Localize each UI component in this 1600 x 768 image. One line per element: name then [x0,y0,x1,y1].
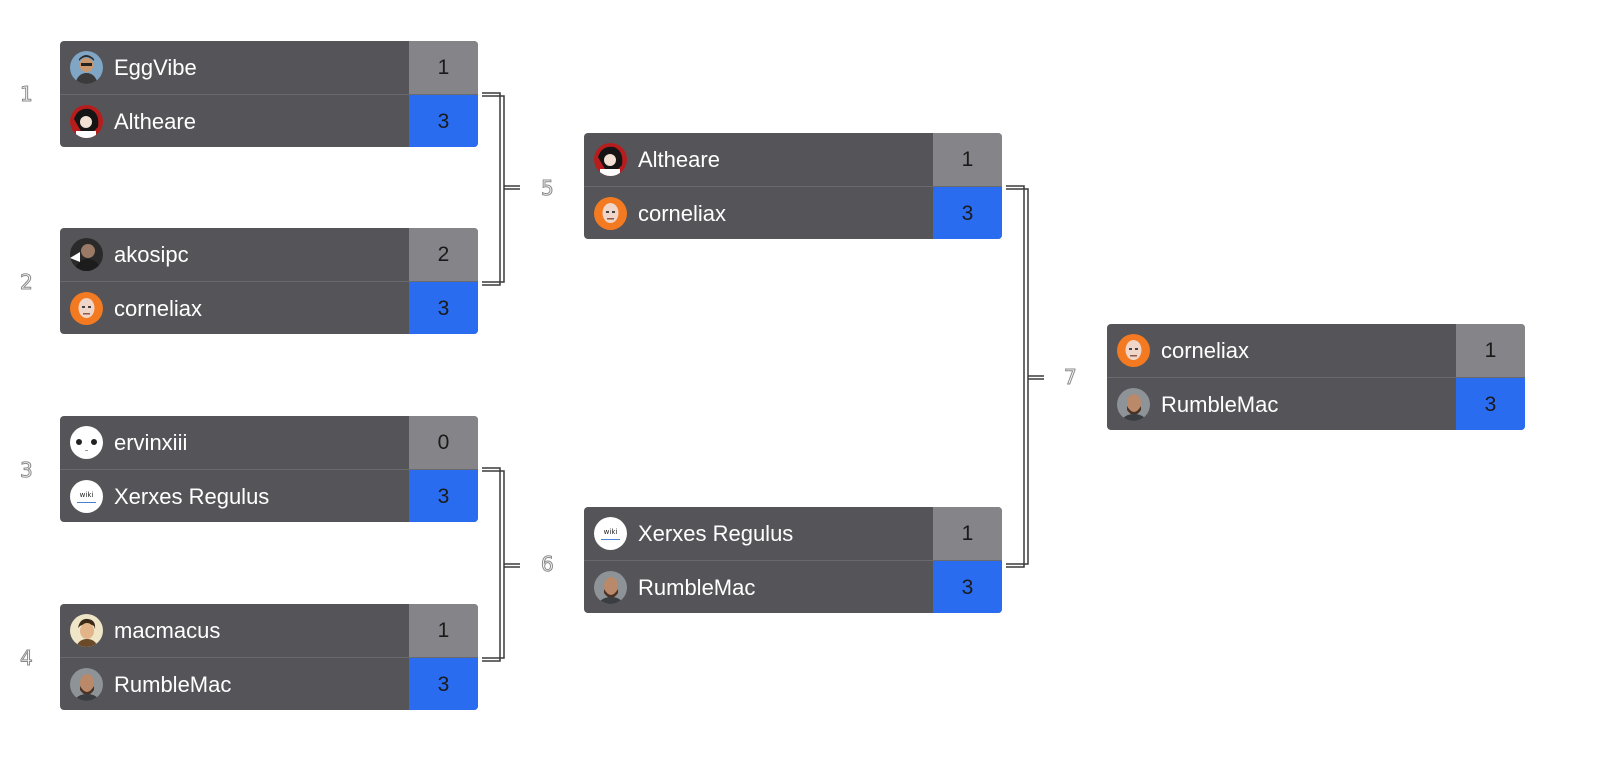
match-number: 6 [541,552,555,577]
player-name: RumbleMac [638,575,756,600]
match-number: 4 [20,646,34,671]
player-name: Altheare [638,147,720,172]
match-row[interactable]: Altheare 3 [60,95,478,147]
match-7[interactable]: corneliax 1 RumbleMac 3 [1107,324,1525,430]
player-score: 1 [933,133,1002,186]
avatar [70,292,103,325]
avatar [70,51,103,84]
match-row[interactable]: corneliax 3 [584,187,1002,239]
match-row[interactable]: Altheare 1 [584,133,1002,187]
player-name: corneliax [638,201,727,226]
match-row[interactable]: ervinxiii 0 [60,416,478,470]
player-name: EggVibe [114,55,197,80]
match-number: 5 [541,176,555,201]
player-score: 3 [1456,378,1525,430]
match-6[interactable]: wiki Xerxes Regulus 1 RumbleMac 3 [584,507,1002,613]
avatar [594,571,627,604]
match-row[interactable]: wiki Xerxes Regulus 3 [60,470,478,522]
player-score: 3 [409,282,478,334]
match-number: 2 [20,270,34,295]
player-score: 1 [409,604,478,657]
avatar [70,238,103,271]
player-name: corneliax [114,296,203,321]
avatar [70,668,103,701]
match-number: 7 [1064,365,1078,390]
match-row[interactable]: akosipc 2 [60,228,478,282]
avatar [70,105,103,138]
avatar: wiki [594,517,627,550]
match-row[interactable]: corneliax 1 [1107,324,1525,378]
player-name: akosipc [114,242,189,267]
avatar [594,143,627,176]
match-5[interactable]: Altheare 1 corneliax 3 [584,133,1002,239]
avatar [70,614,103,647]
match-row[interactable]: RumbleMac 3 [60,658,478,710]
match-1[interactable]: EggVibe 1 Altheare 3 [60,41,478,147]
match-row[interactable]: wiki Xerxes Regulus 1 [584,507,1002,561]
player-score: 3 [409,658,478,710]
avatar [1117,334,1150,367]
match-3[interactable]: ervinxiii 0 wiki Xerxes Regulus 3 [60,416,478,522]
avatar [1117,388,1150,421]
avatar [70,426,103,459]
match-4[interactable]: macmacus 1 RumbleMac 3 [60,604,478,710]
avatar: wiki [70,480,103,513]
player-score: 1 [933,507,1002,560]
match-row[interactable]: EggVibe 1 [60,41,478,95]
player-score: 2 [409,228,478,281]
player-score: 3 [933,561,1002,613]
player-name: RumbleMac [1161,392,1279,417]
player-score: 1 [409,41,478,94]
player-name: RumbleMac [114,672,232,697]
match-row[interactable]: RumbleMac 3 [584,561,1002,613]
match-number: 3 [20,458,34,483]
player-name: corneliax [1161,338,1250,363]
match-row[interactable]: corneliax 3 [60,282,478,334]
player-score: 3 [933,187,1002,239]
player-name: Xerxes Regulus [638,521,794,546]
player-name: ervinxiii [114,430,188,455]
player-score: 0 [409,416,478,469]
player-name: Xerxes Regulus [114,484,270,509]
match-2[interactable]: akosipc 2 corneliax 3 [60,228,478,334]
player-score: 3 [409,95,478,147]
player-name: Altheare [114,109,196,134]
player-score: 1 [1456,324,1525,377]
match-number: 1 [20,82,34,107]
player-name: macmacus [114,618,221,643]
avatar [594,197,627,230]
player-score: 3 [409,470,478,522]
match-row[interactable]: macmacus 1 [60,604,478,658]
match-row[interactable]: RumbleMac 3 [1107,378,1525,430]
wiki-logo-text: wiki [604,528,618,536]
wiki-logo-text: wiki [80,491,94,499]
